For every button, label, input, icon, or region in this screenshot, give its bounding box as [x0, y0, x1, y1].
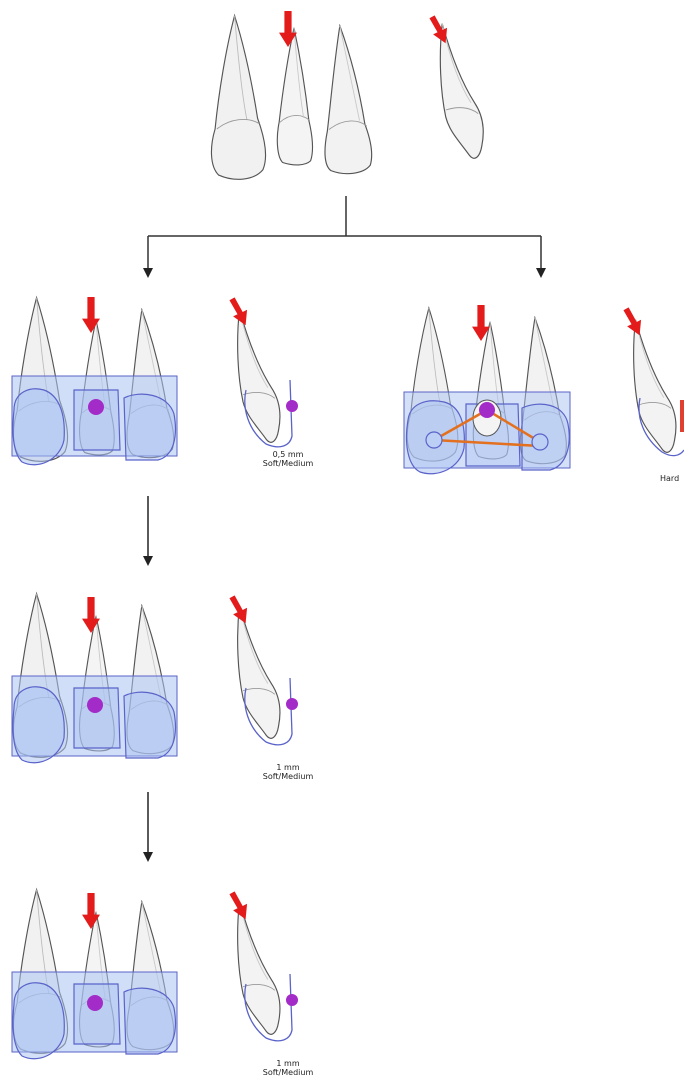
thickness-label: 1 mm: [276, 1059, 300, 1068]
force-arrow-icon: [429, 15, 448, 44]
panel-step-3: [11, 889, 298, 1060]
side-view: [229, 595, 298, 746]
panel-step-2: [11, 593, 298, 764]
caption-step-1: 0,5 mm Soft/Medium: [243, 450, 333, 468]
top-front-view: [210, 11, 373, 180]
panel-alternative: [403, 305, 571, 475]
caption-alternative: Hard: [660, 474, 684, 483]
attachment-icon: [88, 399, 104, 415]
top-side-view: [429, 15, 484, 159]
attachment-icon: [286, 400, 298, 412]
thickness-label: 0,5 mm: [272, 450, 304, 459]
attachment-icon: [479, 402, 495, 418]
splint-overlay: [11, 675, 178, 764]
side-view: [229, 297, 298, 448]
panel-step-1: [11, 297, 298, 466]
splint-overlay: [11, 375, 178, 466]
brace-wire: [433, 408, 541, 448]
anchor-icon: [531, 433, 549, 451]
material-label: Soft/Medium: [262, 459, 314, 468]
attachment-icon: [286, 994, 298, 1006]
side-view: [229, 891, 298, 1042]
force-arrow-icon: [623, 307, 642, 336]
material-label: Soft/Medium: [262, 1068, 314, 1077]
anchor-icon: [425, 431, 443, 449]
branch-connector: [147, 196, 542, 270]
thickness-label: 1 mm: [276, 763, 300, 772]
flow-arrow-icon: [143, 556, 153, 566]
splint-overlay: [11, 971, 178, 1060]
flow-arrow-icon: [536, 268, 546, 278]
panel-alternative-side: [623, 307, 684, 457]
attachment-icon: [286, 698, 298, 710]
attachment-icon: [87, 697, 103, 713]
caption-step-3: 1 mm Soft/Medium: [243, 1059, 333, 1077]
flow-arrow-icon: [143, 852, 153, 862]
material-label: Soft/Medium: [262, 772, 314, 781]
flow-arrow-icon: [143, 268, 153, 278]
attachment-icon: [87, 995, 103, 1011]
material-label: Hard: [660, 474, 680, 483]
caption-step-2: 1 mm Soft/Medium: [243, 763, 333, 781]
